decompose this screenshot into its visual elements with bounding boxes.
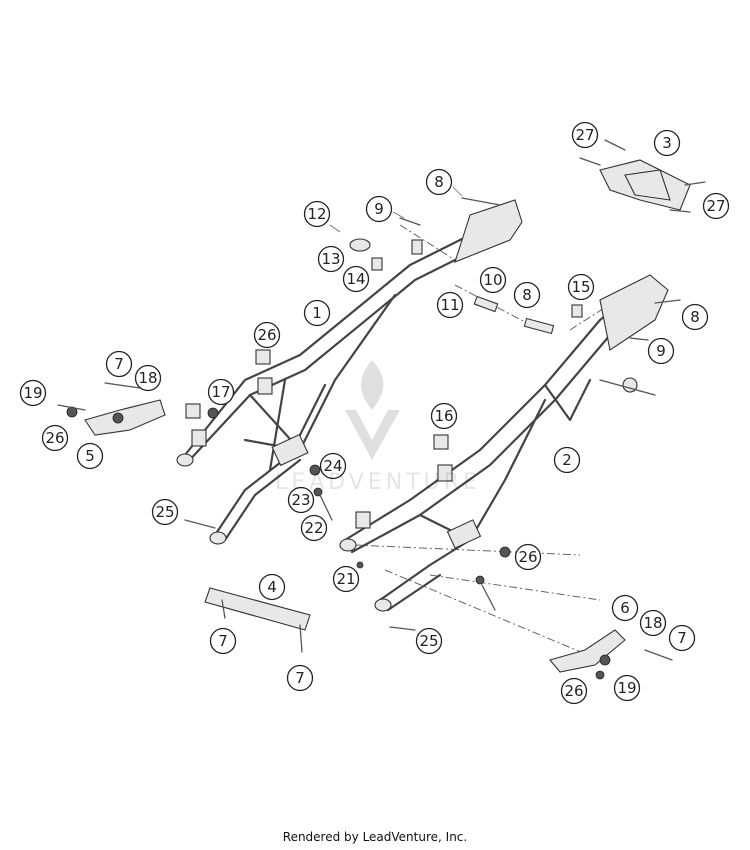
- callout-label: 1: [312, 304, 322, 322]
- lower-crossbar: [204, 587, 311, 653]
- watermark-logo-icon: [345, 360, 400, 460]
- callout-label: 9: [374, 200, 384, 218]
- callout-label: 15: [571, 278, 590, 296]
- callout-label: 26: [257, 326, 276, 344]
- frame-left-half: [176, 199, 523, 545]
- callout-label: 26: [45, 429, 64, 447]
- callout: 7: [105, 350, 133, 378]
- footrest-bracket-right: [549, 629, 626, 673]
- callout: 8: [513, 281, 541, 309]
- callout-label: 13: [321, 250, 340, 268]
- callout-label: 11: [440, 296, 459, 314]
- callout: 24: [319, 452, 347, 480]
- callout-label: 7: [218, 632, 228, 650]
- callout: 8: [681, 303, 709, 331]
- callout-label: 16: [434, 407, 453, 425]
- callout: 19: [613, 674, 641, 702]
- callout: 12: [303, 200, 331, 228]
- footrest-bracket-left: [84, 399, 166, 436]
- callout-label: 9: [656, 342, 666, 360]
- callout: 9: [647, 337, 675, 365]
- callout-label: 14: [346, 270, 365, 288]
- callout-label: 25: [419, 632, 438, 650]
- callout-label: 10: [483, 271, 502, 289]
- callout: 10: [479, 266, 507, 294]
- top-bracket: [599, 159, 691, 211]
- callout: 22: [300, 514, 328, 542]
- callout-label: 27: [706, 197, 725, 215]
- callout: 26: [41, 424, 69, 452]
- callout-label: 7: [677, 629, 687, 647]
- callout: 15: [567, 273, 595, 301]
- callout-label: 22: [304, 519, 323, 537]
- callout-label: 18: [138, 369, 157, 387]
- callout-label: 26: [564, 682, 583, 700]
- callout: 25: [151, 498, 179, 526]
- callout: 8: [425, 168, 453, 196]
- callout: 27: [571, 121, 599, 149]
- callout: 27: [702, 192, 730, 220]
- leader-lines: [329, 186, 463, 233]
- callout-label: 2: [562, 451, 572, 469]
- callout-label: 6: [620, 599, 630, 617]
- callout: 1: [303, 299, 331, 327]
- frame-right-half: [339, 274, 669, 612]
- callout-label: 5: [85, 447, 95, 465]
- callout: 7: [668, 624, 696, 652]
- callout-label: 12: [307, 205, 326, 223]
- callout-label: 18: [643, 614, 662, 632]
- callout-label: 25: [155, 503, 174, 521]
- callout-label: 3: [662, 134, 672, 152]
- callout: 5: [76, 442, 104, 470]
- callout: 17: [207, 378, 235, 406]
- callout: 14: [342, 265, 370, 293]
- callout-label: 4: [267, 578, 277, 596]
- callout-label: 24: [323, 457, 342, 475]
- callout-label: 17: [211, 383, 230, 401]
- callout-label: 23: [291, 491, 310, 509]
- callout: 13: [317, 245, 345, 273]
- callout: 7: [286, 664, 314, 692]
- callout: 7: [209, 627, 237, 655]
- callout: 16: [430, 402, 458, 430]
- callout: 21: [332, 565, 360, 593]
- callout-label: 7: [114, 355, 124, 373]
- callout: 26: [253, 321, 281, 349]
- watermark-text: LEADVENTURE: [275, 470, 481, 495]
- footer-credit: Rendered by LeadVenture, Inc.: [282, 830, 468, 844]
- callout: 2: [553, 446, 581, 474]
- callout: 18: [639, 609, 667, 637]
- callout: 26: [560, 677, 588, 705]
- callout: 23: [287, 486, 315, 514]
- callout-label: 19: [23, 384, 42, 402]
- callout: 11: [436, 291, 464, 319]
- callout-label: 8: [434, 173, 444, 191]
- callout: 18: [134, 364, 162, 392]
- callout: 9: [365, 195, 393, 223]
- callout: 4: [258, 573, 286, 601]
- callout-label: 7: [295, 669, 305, 687]
- callout: 6: [611, 594, 639, 622]
- callout-label: 27: [575, 126, 594, 144]
- callout: 26: [514, 543, 542, 571]
- callout-label: 21: [336, 570, 355, 588]
- callout-label: 8: [690, 308, 700, 326]
- callout-label: 26: [518, 548, 537, 566]
- hardware-parts: [57, 139, 706, 680]
- callout-label: 19: [617, 679, 636, 697]
- callout: 19: [19, 379, 47, 407]
- callout-label: 8: [522, 286, 532, 304]
- callout: 3: [653, 129, 681, 157]
- callout: 25: [415, 627, 443, 655]
